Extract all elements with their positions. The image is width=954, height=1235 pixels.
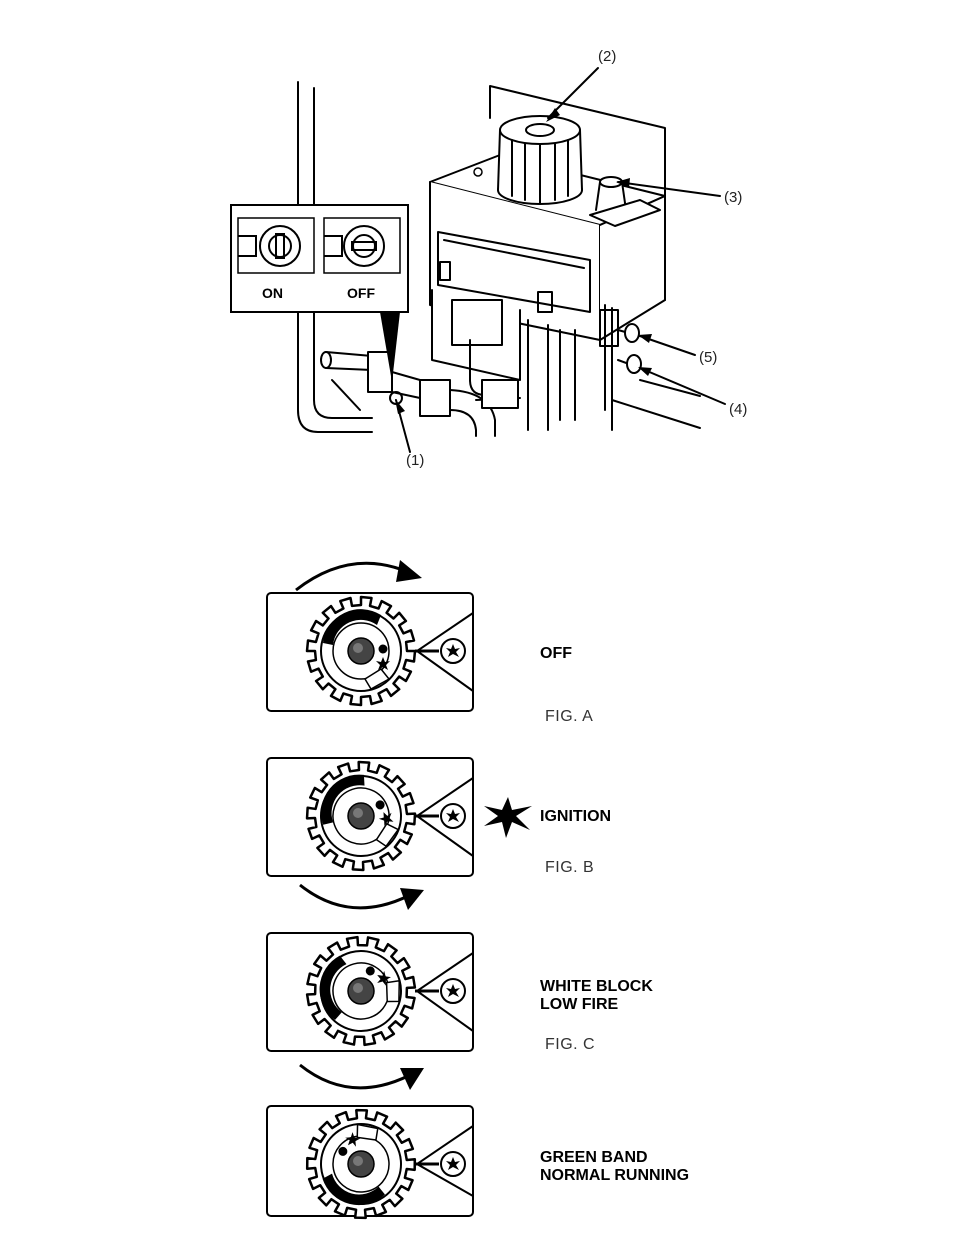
inset-on-label: ON (262, 285, 283, 301)
callout-4: (4) (729, 401, 748, 418)
state-label-normal-running: GREEN BAND NORMAL RUNNING (540, 1149, 690, 1184)
gas-valve-illustration (230, 67, 726, 453)
state-label-low-fire: WHITE BLOCK LOW FIRE (540, 978, 653, 1013)
rotation-arrow-b (299, 883, 411, 910)
ignition-spark-icon (484, 797, 532, 838)
inset-off-label: OFF (347, 285, 375, 301)
callout-2: (2) (598, 48, 617, 65)
fig-b-label: FIG. B (545, 859, 595, 876)
callout-3: (3) (724, 189, 743, 206)
rotation-arrow-c (299, 1063, 411, 1090)
knob-panel-ignition (266, 757, 474, 877)
callout-1: (1) (406, 452, 425, 469)
state-label-off: OFF (540, 645, 572, 662)
rotation-arrow-a (295, 561, 409, 592)
knob-panel-low-fire (266, 932, 474, 1052)
knob-panel-normal-running (266, 1105, 474, 1220)
knob-panel-off (266, 592, 474, 712)
callout-5: (5) (699, 349, 718, 366)
fig-c-label: FIG. C (545, 1036, 596, 1053)
state-label-ignition: IGNITION (540, 808, 612, 825)
fig-a-label: FIG. A (545, 708, 594, 725)
